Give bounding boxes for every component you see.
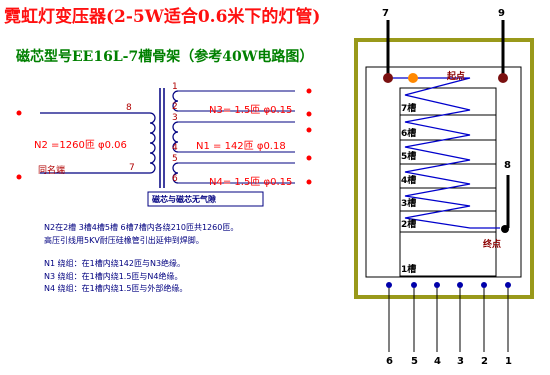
bottom-pin-1-label: 1	[505, 356, 512, 367]
polarity-dot-n4	[306, 155, 312, 161]
secondary-pin-1: 1	[172, 82, 178, 92]
note-line-4: N3 绕组：在1槽内绕1.5匝与N4绝缘。	[44, 272, 183, 281]
terminal-9-dot	[498, 73, 508, 83]
start-label: 起点	[447, 72, 466, 82]
start-dot	[408, 73, 418, 83]
bottom-pin-6-dot	[386, 282, 392, 288]
bottom-pin-5-label: 5	[411, 356, 418, 367]
polarity-dot-primary-end	[16, 174, 22, 180]
bottom-pin-1-dot	[505, 282, 511, 288]
core-note-box	[147, 191, 264, 207]
bottom-pin-3-dot	[457, 282, 463, 288]
n3-coil	[172, 90, 179, 112]
bobbin-top-left-pin: 7	[382, 8, 389, 19]
note-line-1: N2在2槽 3槽4槽5槽 6槽7槽内各绕210匝共1260匝。	[44, 223, 239, 232]
end-label: 终点	[483, 240, 502, 250]
secondary-pin-2: 2	[172, 102, 178, 112]
primary-coil	[149, 112, 156, 174]
bottom-pin-4-label: 4	[434, 356, 441, 367]
bottom-pin-2-label: 2	[481, 356, 488, 367]
note-line-3: N1 绕组：在1槽内绕142匝与N3绝缘。	[44, 259, 186, 268]
winding-path	[388, 77, 500, 229]
page-title: 霓虹灯变压器(2-5W适合0.6米下的灯管)	[4, 7, 321, 27]
secondary-pin-3: 3	[172, 113, 178, 123]
terminal-8-dot	[501, 225, 509, 233]
polarity-dot-n3	[306, 88, 312, 94]
n3-winding-label: N3= 1.5匝 φ0.15	[209, 105, 293, 116]
n4-winding-label: N4= 1.5匝 φ0.15	[209, 177, 293, 188]
polarity-dot-n1	[306, 127, 312, 133]
core-gap-note: 磁芯与磁芯无气隙	[152, 195, 216, 204]
slot-label-6: 6槽	[401, 129, 417, 139]
n1-coil	[172, 121, 179, 153]
slot-label-7: 7槽	[401, 104, 417, 114]
primary-pin-7-label: 7	[129, 163, 135, 173]
secondary-pin-5: 5	[172, 154, 178, 164]
bottom-pin-6-label: 6	[386, 356, 393, 367]
bottom-pin-group	[386, 282, 511, 352]
polarity-dot-n4-end	[306, 179, 312, 185]
page-subtitle: 磁芯型号EE16L-7槽骨架（参考40W电路图）	[16, 49, 314, 65]
note-line-2: 高压引线用5KV耐压硅橡管引出延伸到焊脚。	[44, 236, 204, 245]
bottom-pin-3-label: 3	[457, 356, 464, 367]
same-end-label: 同名端	[38, 166, 66, 176]
secondary-pin-6: 6	[172, 174, 178, 184]
slot-area	[399, 87, 497, 277]
bobbin-top-right-pin: 9	[498, 8, 505, 19]
primary-winding-label: N2 =1260匝 φ0.06	[34, 140, 127, 151]
note-line-5: N4 绕组：在1槽内绕1.5匝与外部绝缘。	[44, 284, 188, 293]
secondary-pin-4: 4	[172, 143, 178, 153]
bobbin-body	[365, 66, 522, 278]
terminal-7-dot	[383, 73, 393, 83]
bobbin-frame	[354, 38, 534, 299]
bottom-pin-4-dot	[434, 282, 440, 288]
primary-pin-8-label: 8	[126, 103, 132, 113]
slot-label-4: 4槽	[401, 176, 417, 186]
n4-coil	[172, 162, 179, 184]
slot-label-5: 5槽	[401, 152, 417, 162]
bottom-pin-2-dot	[481, 282, 487, 288]
bottom-pin-5-dot	[411, 282, 417, 288]
polarity-dot-n3-end	[306, 111, 312, 117]
slot-label-3: 3槽	[401, 199, 417, 209]
n1-winding-label: N1 = 142匝 φ0.18	[196, 141, 286, 152]
slot-label-2: 2槽	[401, 220, 417, 230]
slot-label-1: 1槽	[401, 265, 417, 275]
polarity-dot-primary	[16, 110, 22, 116]
bobbin-pin-8-label: 8	[504, 160, 511, 171]
